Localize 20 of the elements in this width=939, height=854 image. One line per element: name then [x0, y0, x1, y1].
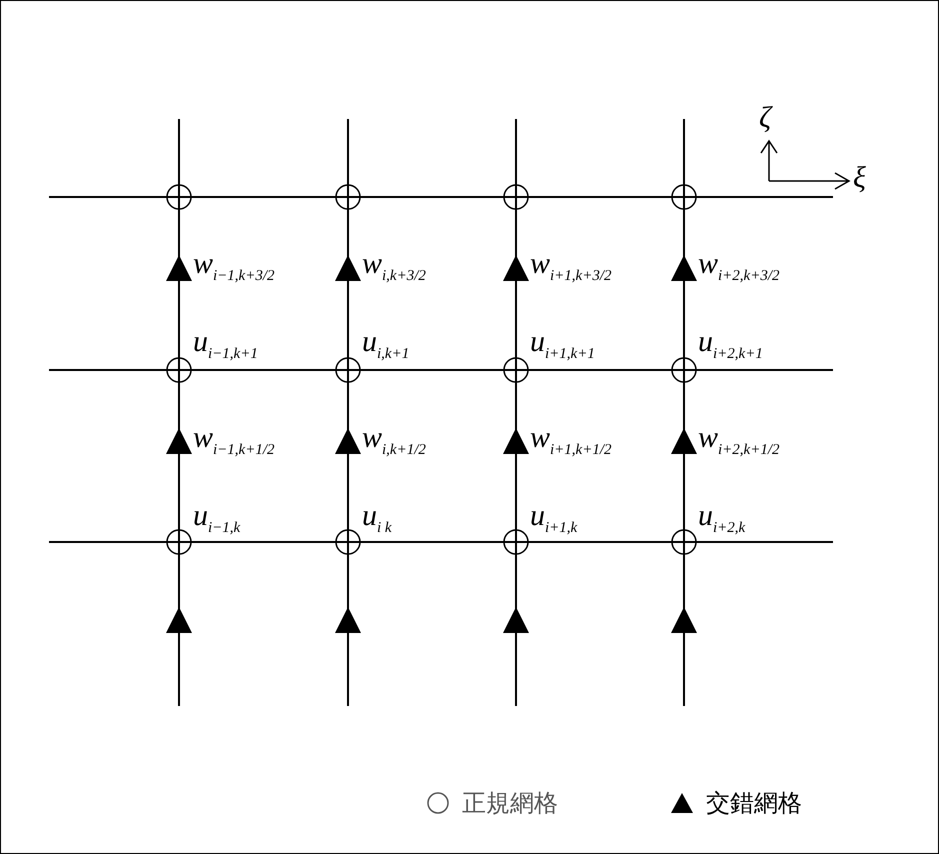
axis-label: ζ [759, 103, 772, 133]
grid-variable-label: w$_{i,k+1/2}$ [362, 423, 426, 460]
grid-variable-label: w$_{i+1,k+3/2}$ [530, 249, 612, 286]
grid-variable-label: w$_{i+1,k+1/2}$ [530, 423, 612, 460]
grid-variable-label: u$_{i+2,k+1}$ [698, 327, 763, 364]
grid-variable-label: u$_{i−1,k}$ [193, 501, 240, 538]
grid-variable-label: w$_{i+2,k+3/2}$ [698, 249, 780, 286]
legend-label: 正規網格 [462, 789, 558, 817]
grid-variable-label: u$_{i+2,k}$ [698, 501, 746, 538]
grid-variable-label: w$_{i,k+3/2}$ [362, 249, 426, 286]
grid-variable-label: u$_{i+1,k}$ [530, 501, 578, 538]
grid-variable-label: w$_{i+2,k+1/2}$ [698, 423, 780, 460]
axis-label: ξ [853, 163, 866, 193]
grid-variable-label: u$_{i,k+1}$ [362, 327, 410, 364]
grid-variable-label: u$_{i−1,k+1}$ [193, 327, 258, 364]
legend-label: 交錯網格 [706, 789, 802, 817]
grid-variable-label: u$_{i k}$ [362, 501, 392, 538]
grid-variable-label: u$_{i+1,k+1}$ [530, 327, 595, 364]
grid-variable-label: w$_{i−1,k+1/2}$ [193, 423, 275, 460]
grid-variable-label: w$_{i−1,k+3/2}$ [193, 249, 275, 286]
